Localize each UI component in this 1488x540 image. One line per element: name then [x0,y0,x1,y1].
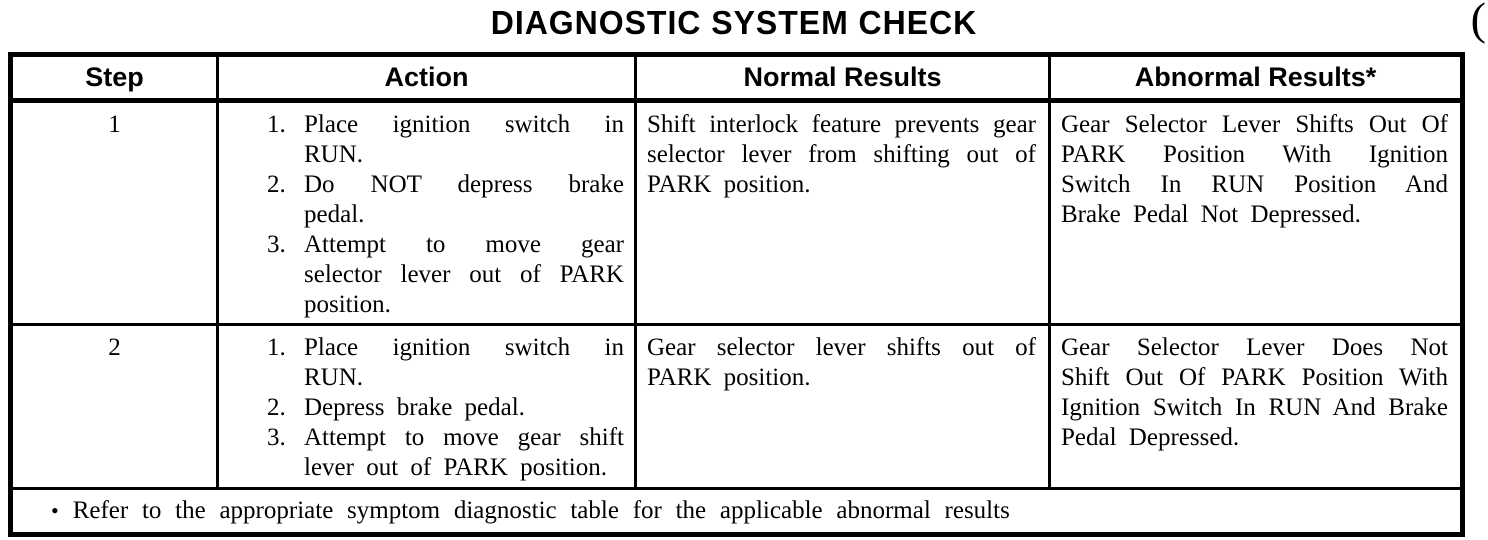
action-step-text: Attempt to move gear shift lever out of … [304,424,624,481]
action-step: 3. Attempt to move gear shift lever out … [267,423,624,483]
abnormal-results-cell: Gear Selector Lever Does Not Shift Out O… [1048,323,1464,490]
action-step-number: 1. [267,111,286,138]
action-step-number: 3. [267,231,286,258]
diagnostic-system-check-table: Step Action Normal Results Abnormal Resu… [8,52,1465,537]
action-step: 2. Do NOT depress brake pedal. [267,170,624,230]
action-step: 2. Depress brake pedal. [267,393,624,423]
action-cell: 1. Place ignition switch in RUN. 2. Depr… [216,323,637,490]
header-row: Step Action Normal Results Abnormal Resu… [9,53,1464,103]
table-row-step-1: 1 1. Place ignition switch in RUN. 2. Do… [9,99,1464,326]
action-step-number: 2. [267,171,286,198]
page-title: DIAGNOSTIC SYSTEM CHECK [490,4,978,41]
action-step-number: 2. [267,394,286,421]
footnote: • Refer to the appropriate symptom diagno… [9,487,1464,536]
table-row-step-2: 2 1. Place ignition switch in RUN. 2. De… [9,323,1464,490]
action-step: 1. Place ignition switch in RUN. [267,333,624,393]
page-edge-mark: ( [1470,0,1486,44]
action-step-text: Place ignition switch in RUN. [304,111,624,168]
bullet-icon: • [51,498,59,523]
abnormal-results-cell: Gear Selector Lever Shifts Out Of PARK P… [1048,99,1464,326]
action-cell: 1. Place ignition switch in RUN. 2. Do N… [216,99,637,326]
step-cell: 1 [9,99,219,326]
action-step-number: 3. [267,424,286,451]
action-step-number: 1. [267,334,286,361]
column-header-step: Step [9,53,219,103]
action-step-text: Attempt to move gear selector lever out … [304,231,624,318]
action-step-text: Place ignition switch in RUN. [304,334,624,391]
column-header-action: Action [216,53,637,103]
normal-results-cell: Gear selector lever shifts out of PARK p… [634,323,1051,490]
column-header-normal-results: Normal Results [634,53,1051,103]
action-step-text: Do NOT depress brake pedal. [304,171,624,228]
step-cell: 2 [9,323,219,490]
action-step: 3. Attempt to move gear selector lever o… [267,230,624,320]
footnote-text: Refer to the appropriate symptom diagnos… [72,497,1010,524]
normal-results-cell: Shift interlock feature prevents gear se… [634,99,1051,326]
footnote-row: • Refer to the appropriate symptom diagno… [9,487,1464,536]
action-step-text: Depress brake pedal. [304,394,525,421]
column-header-abnormal-results: Abnormal Results* [1048,53,1464,103]
action-step: 1. Place ignition switch in RUN. [267,110,624,170]
